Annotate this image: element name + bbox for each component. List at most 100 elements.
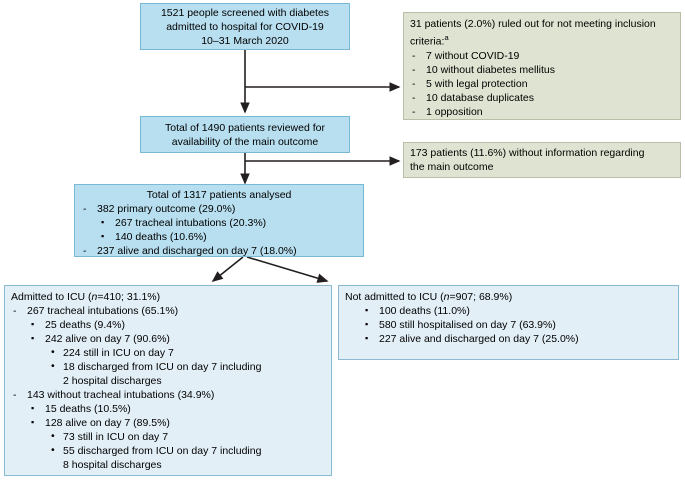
list-item: -267 tracheal intubations (65.1%) <box>11 304 325 318</box>
excluded-item-4: 1 opposition <box>426 105 483 118</box>
dash-marker: - <box>83 245 87 257</box>
list-item: ▪ 140 deaths (10.6%) <box>81 230 357 244</box>
excluded-list: -7 without COVID-19 -10 without diabetes… <box>410 49 674 119</box>
excluded-footnote-marker: a <box>444 33 449 42</box>
square-marker: ▪ <box>101 231 105 241</box>
analysed-primary: 382 primary outcome (29.0%) <box>97 203 236 215</box>
analysed-primary-sub-0: 267 tracheal intubations (20.3%) <box>115 217 267 229</box>
bullet-marker: • <box>51 430 55 442</box>
dash-marker: - <box>412 63 416 76</box>
icu-group2-sub-0: 15 deaths (10.5%) <box>45 403 131 415</box>
list-item: -237 alive and discharged on day 7 (18.0… <box>81 244 357 258</box>
list-item: • 73 still in ICU on day 7 <box>11 430 325 444</box>
box-screened: 1521 people screened with diabetes admit… <box>140 3 350 50</box>
icu-group1: 267 tracheal intubations (65.1%) <box>27 305 179 317</box>
analysed-title: Total of 1317 patients analysed <box>146 189 292 201</box>
dash-marker: - <box>13 389 17 401</box>
bullet-marker: • <box>51 360 55 372</box>
no-icu-item-2: 227 alive and discharged on day 7 (25.0%… <box>379 333 579 345</box>
bullet-marker: • <box>51 346 55 358</box>
list-item: -7 without COVID-19 <box>410 49 674 63</box>
excluded-header-line-1: 31 patients (2.0%) ruled out for not mee… <box>410 18 656 30</box>
dash-marker: - <box>83 203 87 215</box>
no-icu-item-0: 100 deaths (11.0%) <box>379 305 470 317</box>
box-reviewed: Total of 1490 patients reviewed for avai… <box>140 116 350 153</box>
list-item-continuation: 8 hospital discharges <box>11 458 325 472</box>
box-not-admitted-to-icu: Not admitted to ICU (n=907; 68.9%) ▪ 100 … <box>338 285 679 360</box>
square-marker: ▪ <box>365 333 369 343</box>
list-item: ▪ 242 alive on day 7 (90.6%) <box>11 332 325 346</box>
icu-group1-cont: 2 hospital discharges <box>63 375 162 387</box>
screened-line-2: admitted to hospital for COVID-19 <box>166 20 324 33</box>
screened-line-3: 10–31 March 2020 <box>201 34 289 47</box>
square-marker: ▪ <box>365 305 369 315</box>
excluded-item-1: 10 without diabetes mellitus <box>426 63 555 76</box>
no-icu-item-1: 580 still hospitalised on day 7 (63.9%) <box>379 319 556 331</box>
icu-group1-detail-0: 224 still in ICU on day 7 <box>63 347 174 359</box>
dash-marker: - <box>412 49 416 62</box>
icu-group2-cont: 8 hospital discharges <box>63 459 162 471</box>
list-item: ▪ 267 tracheal intubations (20.3%) <box>81 216 357 230</box>
box-analysed: Total of 1317 patients analysed -382 pri… <box>74 184 364 257</box>
square-marker: ▪ <box>31 333 35 343</box>
icu-header: Admitted to ICU (n=410; 31.1%) <box>11 290 325 304</box>
screened-line-1: 1521 people screened with diabetes <box>160 6 330 19</box>
icu-list: -267 tracheal intubations (65.1%) ▪25 de… <box>11 304 325 472</box>
dash-marker: - <box>412 105 416 118</box>
arrow-to-icu <box>211 256 244 282</box>
analysed-alive: 237 alive and discharged on day 7 (18.0%… <box>97 245 297 257</box>
list-item: ▪ 128 alive on day 7 (89.5%) <box>11 416 325 430</box>
dash-marker: - <box>412 77 416 90</box>
list-item: -143 without tracheal intubations (34.9%… <box>11 388 325 402</box>
list-item: ▪ 100 deaths (11.0%) <box>345 304 672 318</box>
no-icu-header-post: =907; 68.9%) <box>449 291 513 303</box>
list-item: -10 without diabetes mellitus <box>410 63 674 77</box>
list-item: • 224 still in ICU on day 7 <box>11 346 325 360</box>
icu-header-post: =410; 31.1%) <box>97 291 161 303</box>
reviewed-line-1: Total of 1490 patients reviewed for <box>165 121 325 134</box>
list-item: • 18 discharged from ICU on day 7 includi… <box>11 360 325 374</box>
list-item: ▪ 15 deaths (10.5%) <box>11 402 325 416</box>
excluded-header-line-2: criteria: <box>410 35 445 48</box>
square-marker: ▪ <box>365 319 369 329</box>
excluded-item-0: 7 without COVID-19 <box>426 49 520 62</box>
no-icu-header-pre: Not admitted to ICU ( <box>345 291 444 303</box>
bullet-marker: • <box>51 444 55 456</box>
excluded-item-2: 5 with legal protection <box>426 77 528 90</box>
excluded-item-3: 10 database duplicates <box>426 91 534 104</box>
list-item: ▪ 580 still hospitalised on day 7 (63.9%) <box>345 318 672 332</box>
box-admitted-to-icu: Admitted to ICU (n=410; 31.1%) -267 trac… <box>4 285 332 476</box>
icu-group2-detail-0: 73 still in ICU on day 7 <box>63 431 169 443</box>
icu-group2: 143 without tracheal intubations (34.9%) <box>27 389 215 401</box>
arrow-to-no-icu <box>246 256 329 283</box>
no-icu-list: ▪ 100 deaths (11.0%) ▪ 580 still hospitali… <box>345 304 672 346</box>
square-marker: ▪ <box>31 417 35 427</box>
no-icu-header-n: n <box>443 291 450 303</box>
no-info-line-1: 173 patients (11.6%) without information… <box>410 147 645 159</box>
list-item: -382 primary outcome (29.0%) <box>81 202 357 216</box>
box-no-information: 173 patients (11.6%) without information… <box>403 142 681 178</box>
no-info-line-2: the main outcome <box>410 161 494 173</box>
box-excluded: 31 patients (2.0%) ruled out for not mee… <box>403 12 681 120</box>
icu-header-n: n <box>91 291 98 303</box>
analysed-list: -382 primary outcome (29.0%) ▪267 trache… <box>81 202 357 258</box>
list-item: -10 database duplicates <box>410 91 674 105</box>
icu-header-pre: Admitted to ICU ( <box>11 291 92 303</box>
list-item: • 55 discharged from ICU on day 7 includi… <box>11 444 325 458</box>
square-marker: ▪ <box>101 217 105 227</box>
list-item: -5 with legal protection <box>410 77 674 91</box>
square-marker: ▪ <box>31 403 35 413</box>
icu-group2-detail-1: 55 discharged from ICU on day 7 includin… <box>63 445 262 457</box>
excluded-header: 31 patients (2.0%) ruled out for not mee… <box>410 17 674 49</box>
list-item-continuation: 2 hospital discharges <box>11 374 325 388</box>
list-item: ▪25 deaths (9.4%) <box>11 318 325 332</box>
square-marker: ▪ <box>31 319 35 329</box>
icu-group2-sub-1: 128 alive on day 7 (89.5%) <box>45 417 170 429</box>
reviewed-line-2: availability of the main outcome <box>171 135 319 148</box>
list-item: ▪ 227 alive and discharged on day 7 (25.0… <box>345 332 672 346</box>
no-icu-header: Not admitted to ICU (n=907; 68.9%) <box>345 290 672 304</box>
icu-group1-sub-1: 242 alive on day 7 (90.6%) <box>45 333 170 345</box>
icu-group1-detail-1: 18 discharged from ICU on day 7 includin… <box>63 361 262 373</box>
analysed-primary-sub-1: 140 deaths (10.6%) <box>115 231 207 243</box>
